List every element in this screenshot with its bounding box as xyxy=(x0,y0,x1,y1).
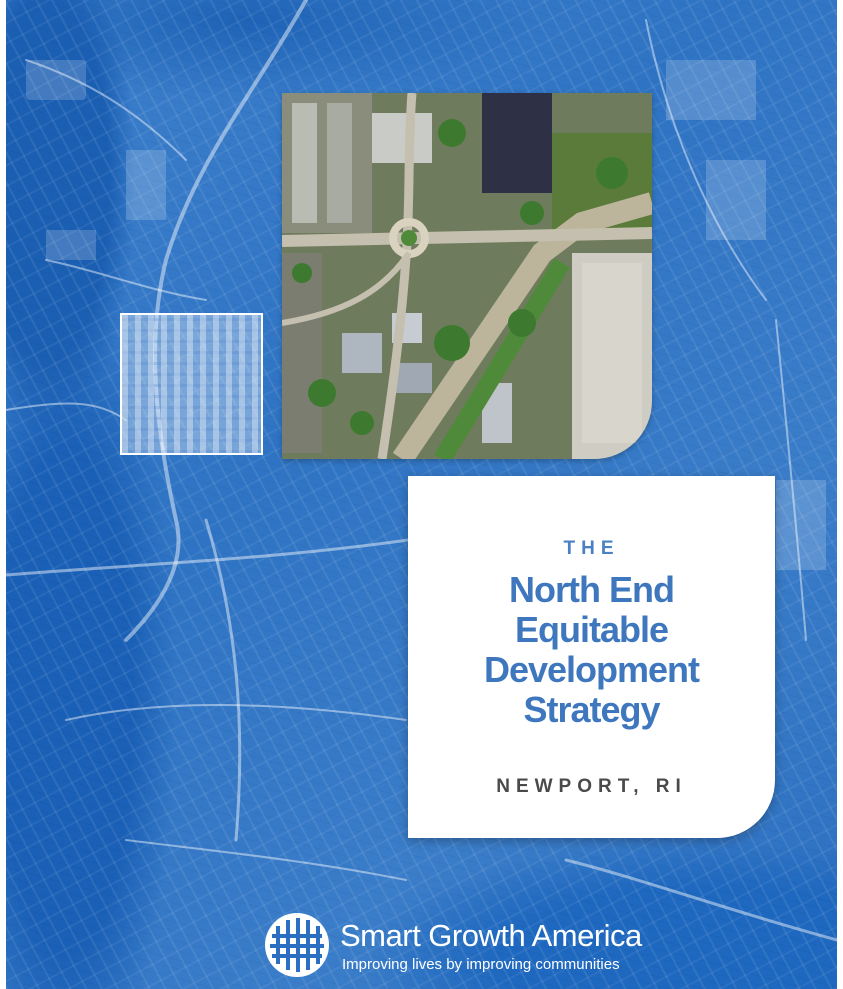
title-line-4: Strategy xyxy=(523,689,660,730)
title-card: THE North End Equitable Development Stra… xyxy=(408,476,775,838)
title-line-1: North End xyxy=(509,569,675,610)
title-line-3: Development xyxy=(483,649,700,690)
location-label: NEWPORT, RI xyxy=(496,776,687,797)
aerial-photo-art xyxy=(282,93,652,459)
organization-name: Smart Growth America xyxy=(340,918,642,953)
title-prefix: THE xyxy=(563,538,620,559)
map-roads xyxy=(6,0,837,942)
area-highlight-box xyxy=(120,313,263,455)
organization-tagline: Improving lives by improving communities xyxy=(342,956,620,973)
smart-growth-america-logo-icon xyxy=(265,913,329,977)
smart-growth-america-logo: Smart Growth America Improving lives by … xyxy=(264,912,684,982)
report-title: North End Equitable Development Strategy xyxy=(408,570,775,730)
title-line-2: Equitable xyxy=(514,609,669,650)
report-cover: THE North End Equitable Development Stra… xyxy=(6,0,837,989)
aerial-photo xyxy=(282,93,652,459)
